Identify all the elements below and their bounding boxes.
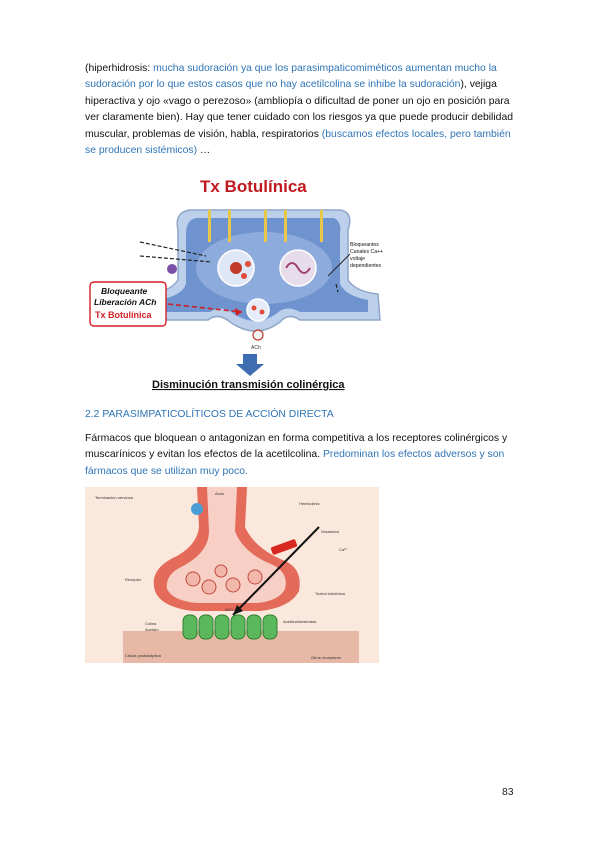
vesamicol-transporter: [270, 539, 298, 555]
para2-blue: Predominan los efectos adversos y son fá…: [85, 449, 505, 477]
svg-text:Acetato: Acetato: [145, 627, 159, 632]
red-arrow: [167, 303, 243, 313]
svg-text:voltaje: voltaje: [350, 256, 365, 262]
calcium-channel-label: Bloqueantes Canales Ca++ voltaje dependi…: [350, 242, 383, 269]
svg-text:Terminación nerviosa: Terminación nerviosa: [95, 495, 134, 500]
svg-text:Otros receptores: Otros receptores: [311, 655, 341, 660]
page-number: 83: [502, 787, 514, 798]
cholinergic-synapse-figure: Terminación nerviosa Axón Hemicolinio Ve…: [85, 487, 379, 663]
down-arrow-head: [236, 364, 264, 376]
svg-text:dependientes: dependientes: [350, 263, 382, 269]
svg-text:Vesamicol: Vesamicol: [321, 529, 339, 534]
svg-text:Bloqueantes: Bloqueantes: [350, 242, 379, 248]
block-label-3: Tx Botulínica: [95, 310, 152, 320]
intro-mid: ), vejiga hiperactiva y ojo «vago o pere…: [85, 79, 514, 140]
synaptic-vesicles: [185, 564, 263, 595]
figure1-title: Tx Botulínica: [200, 177, 307, 196]
hemicholinium-transporter: [191, 503, 203, 515]
block-label-1: Bloqueante: [101, 286, 148, 296]
down-arrow-shaft: [243, 354, 257, 364]
indicator-lines: [139, 241, 339, 293]
intro-paragraph: (hiperhidrosis: mucha sudoración ya que …: [85, 61, 515, 159]
svg-text:Célula postsináptica: Célula postsináptica: [125, 653, 162, 658]
svg-text:Ca²⁺: Ca²⁺: [339, 547, 348, 552]
figure2-labels: Terminación nerviosa Axón Hemicolinio Ve…: [95, 491, 348, 660]
botulinum-figure: Tx Botulínica ACh Bloqueantes Canales Ca…: [89, 177, 383, 391]
block-label-2: Liberación ACh: [94, 297, 157, 307]
svg-text:Colina: Colina: [145, 621, 157, 626]
pointer-arrow: [232, 526, 320, 616]
svg-text:Canales Ca++: Canales Ca++: [350, 249, 383, 255]
svg-text:Acetilcolinesterasa: Acetilcolinesterasa: [283, 619, 317, 624]
intro-blue-1: mucha sudoración ya que los parasimpatic…: [85, 63, 497, 91]
block-label-box: [89, 281, 167, 327]
svg-text:Axón: Axón: [215, 491, 224, 496]
ion-channels-top: [208, 210, 323, 242]
vesicle-left-core: [230, 262, 242, 274]
figure1-caption: Disminución transmisión colinérgica: [152, 379, 345, 391]
svg-text:Receptor: Receptor: [125, 577, 142, 582]
svg-text:Toxina botulínica: Toxina botulínica: [315, 591, 346, 596]
intro-lead: (hiperhidrosis:: [85, 63, 154, 74]
antagonists-paragraph: Fármacos que bloquean o antagonizan en f…: [85, 431, 515, 480]
intro-tail: …: [197, 145, 211, 157]
intro-blue-2: (buscamos efectos locales, pero también …: [85, 128, 511, 157]
para2-text: Fármacos que bloquean o antagonizan en f…: [85, 433, 508, 461]
green-receptors: [182, 614, 278, 640]
vesicle-bottom: [246, 298, 270, 322]
svg-text:Hemicolinio: Hemicolinio: [299, 501, 320, 506]
ach-receptor: [252, 329, 264, 341]
ach-label: ACh: [251, 345, 261, 351]
section-heading: 2.2 PARASIMPATICOLÍTICOS DE ACCIÓN DIREC…: [85, 409, 334, 420]
svg-text:ACh: ACh: [225, 607, 233, 612]
receptor-left: [167, 264, 177, 274]
